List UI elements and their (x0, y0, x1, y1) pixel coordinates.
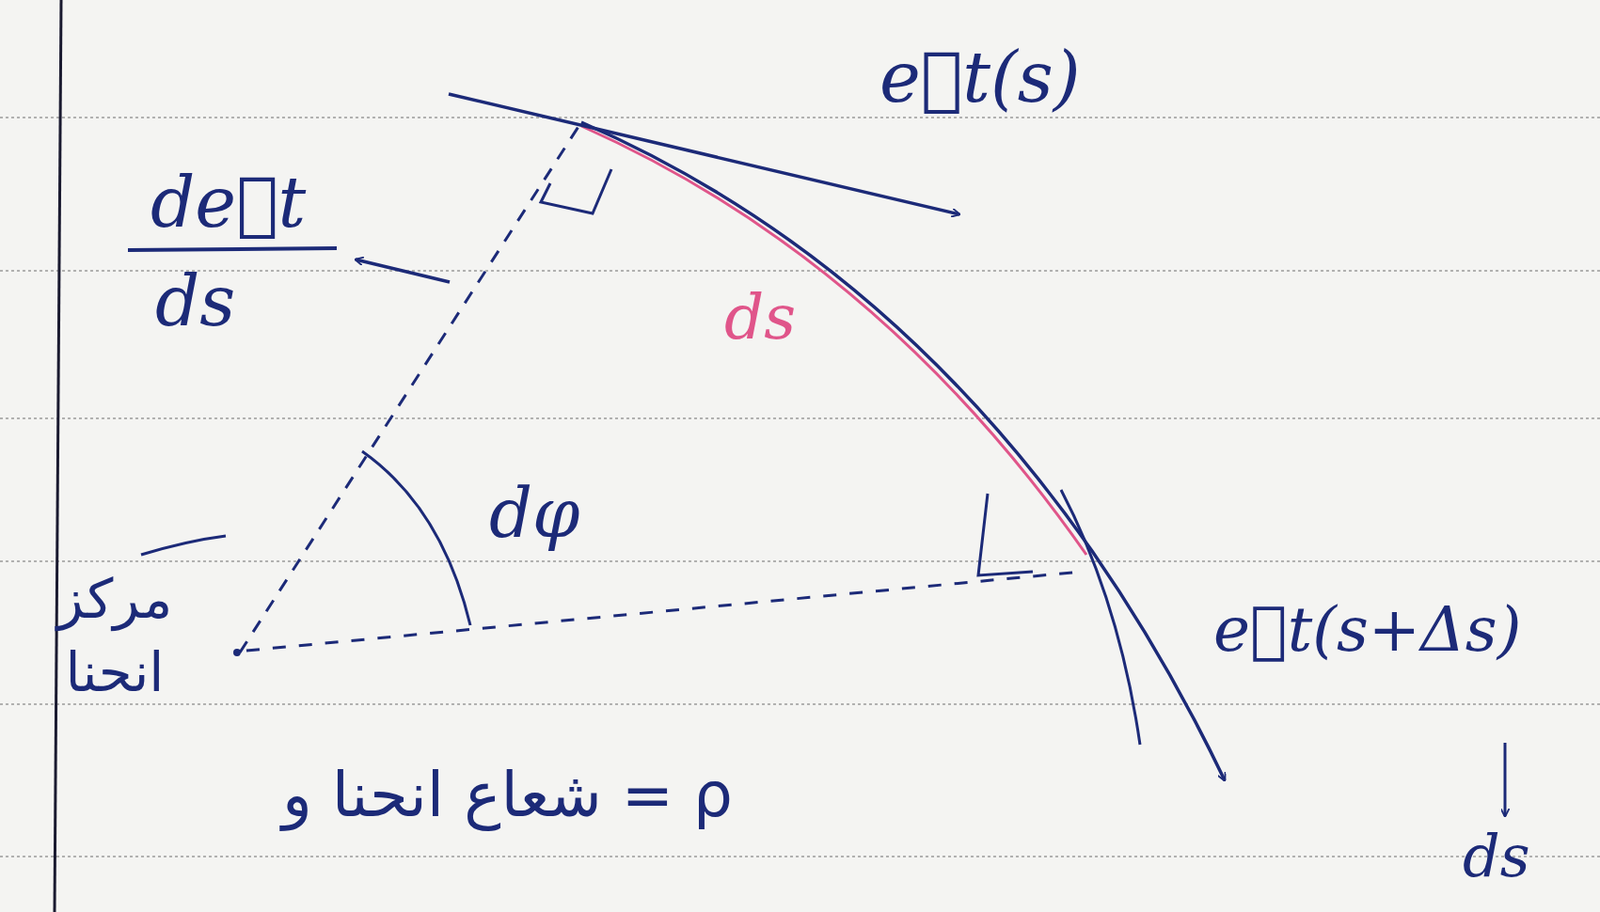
curve (581, 122, 1225, 781)
arc-length-label: ds (1462, 823, 1531, 890)
arc-length (581, 126, 1087, 555)
right-angle (978, 493, 1033, 576)
vector-label: e⃗t(s) (879, 37, 1081, 118)
pointer-arrow (1504, 743, 1507, 817)
tangent-line (1061, 490, 1141, 745)
angle-label: dφ (489, 475, 581, 554)
fraction-bar (127, 248, 337, 251)
radius-note: ρ = شعاع انحنا و (282, 760, 733, 832)
angle-arc (362, 451, 471, 626)
vector-label: e⃗t(s+Δs) (1213, 594, 1521, 666)
arc-length-label: ds (724, 282, 796, 354)
fraction-denominator: ds (155, 261, 236, 342)
normal-vector (355, 259, 450, 283)
fraction-numerator: de⃗t (150, 162, 306, 243)
notebook-lines (0, 117, 1600, 857)
margin-line (54, 0, 62, 912)
radius-line (246, 571, 1082, 651)
center-label: مرکز انحنا (20, 562, 209, 711)
right-angle (540, 169, 612, 214)
pen-stroke (141, 536, 226, 555)
center-dot (233, 649, 241, 657)
